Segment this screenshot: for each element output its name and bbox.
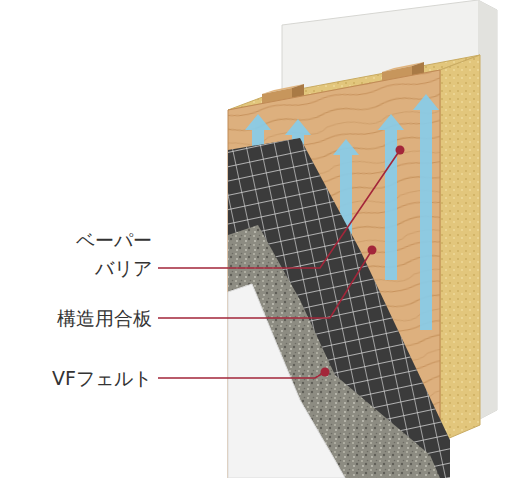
gypsum-edge (478, 0, 497, 420)
leader-dots (321, 146, 405, 377)
leader-lines (158, 150, 400, 378)
leader-dot (368, 246, 377, 255)
part-label: VFフェルト (52, 364, 152, 392)
leader-line (158, 150, 400, 268)
finish-coat (228, 284, 345, 478)
leader-dot (396, 146, 405, 155)
leader-line (158, 250, 372, 318)
leader-line (158, 372, 325, 378)
wire-lath (220, 130, 460, 478)
part-label: ベーパー バリア (57, 226, 152, 282)
mortar-layer (228, 225, 440, 478)
insulation-side (440, 55, 480, 442)
leader-dot (321, 368, 330, 377)
part-label: 構造用合板 (57, 304, 152, 332)
